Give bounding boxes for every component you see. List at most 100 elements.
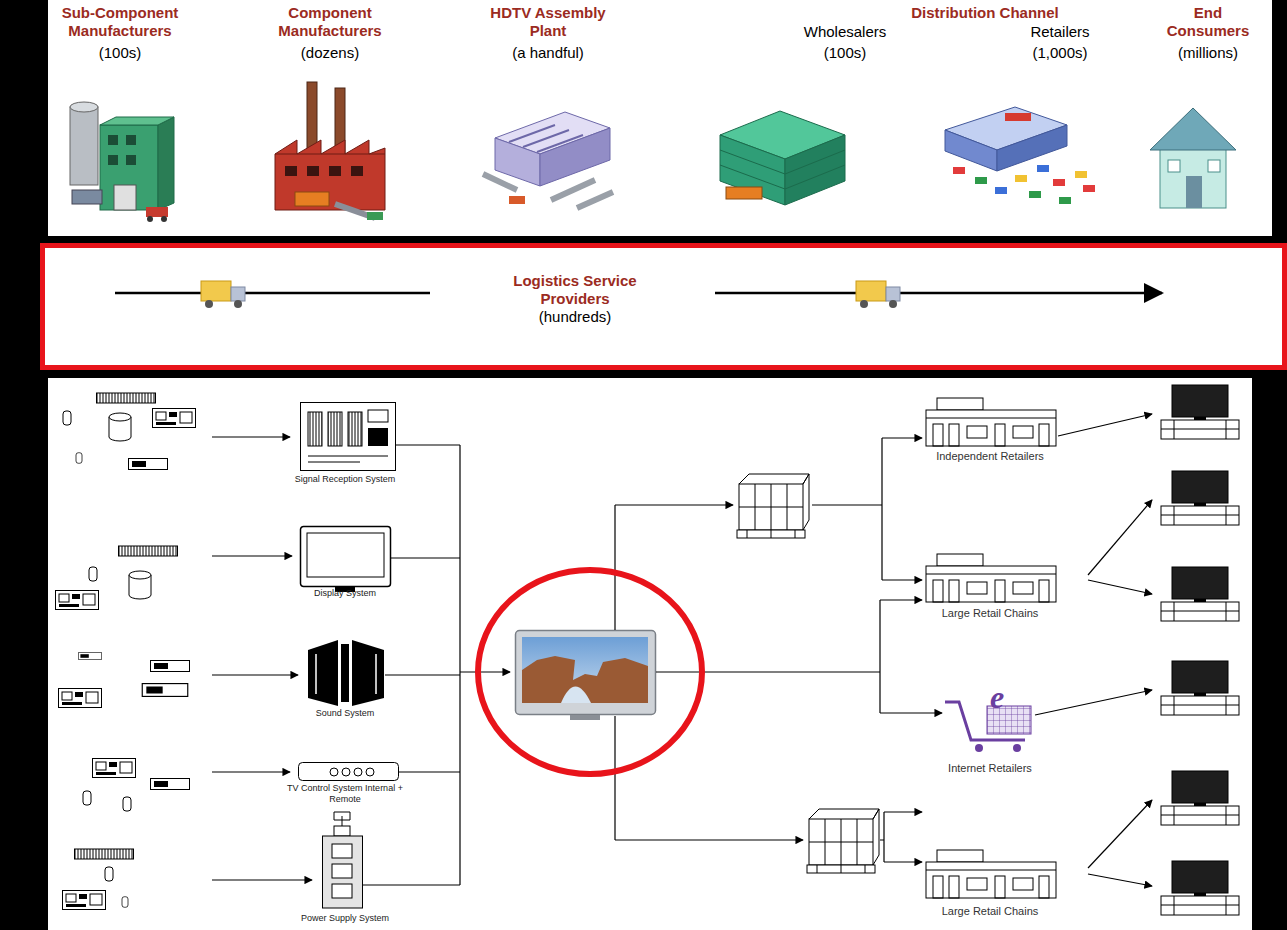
subcomponent-icons (56, 591, 99, 610)
subcomponent-arrows (212, 674, 298, 675)
assembly-plant-icon (483, 174, 613, 208)
distribution-flow-lines (615, 438, 942, 862)
consumer-arrows (1058, 414, 1152, 436)
column-heading: End Consumers (1158, 4, 1258, 40)
retail-store-icon (953, 167, 965, 174)
retailer-node: Independent Retailers (920, 450, 1060, 463)
column-subheading: Retailers (995, 23, 1125, 41)
subcomponent-plant-icon (147, 216, 153, 222)
subcomponent-plant-icon (108, 155, 118, 165)
text-holder: Large Retail Chains (920, 905, 1060, 918)
subcomponent-icons (151, 779, 190, 790)
logistics-panel (45, 248, 1287, 365)
text-holder: Logistics Service Providers(hundreds) (480, 272, 670, 326)
consumer-house-icon (1208, 160, 1220, 172)
pallet-icon (807, 809, 879, 873)
logistics-flow-line (856, 281, 900, 308)
system-node: Power Supply System (280, 913, 410, 924)
consumer-arrows (1088, 800, 1152, 868)
column-subheading: Wholesalers (780, 23, 910, 41)
assembly-plant-icon (483, 112, 613, 208)
distribution-flow-lines (884, 811, 922, 812)
retailer-node: Large Retail Chains (920, 607, 1060, 620)
component-factory-icon (295, 192, 329, 206)
system-node: Display System (280, 588, 410, 599)
retail-store-icon (945, 130, 997, 171)
retail-store-icon (995, 187, 1007, 194)
retail-store-icon (1059, 197, 1071, 204)
node-title: Internet Retailers (920, 762, 1060, 775)
node-title: Display System (280, 588, 410, 599)
assembly-plant-icon (509, 125, 583, 152)
count-note: (millions) (1158, 44, 1258, 62)
retail-store-icon (1037, 165, 1049, 172)
retail-store-icon (1005, 113, 1031, 121)
tv-control-icon (366, 768, 374, 776)
component-factory-icon (275, 82, 385, 220)
signal-reception-icon (308, 412, 322, 446)
tv-control-icon (299, 763, 399, 781)
signal-reception-icon (301, 403, 396, 471)
node-note: (hundreds) (480, 308, 670, 326)
retailer-node: Internet Retailers (920, 762, 1060, 775)
component-factory-icon (285, 166, 297, 176)
power-strip-icon (323, 836, 363, 908)
text-holder: TV Control System Internal + Remote (280, 783, 410, 805)
hdtv-icon (516, 631, 656, 721)
signal-reception-icon (368, 428, 388, 446)
node-title: TV Control System Internal + Remote (280, 783, 410, 805)
node-title: Independent Retailers (920, 450, 1060, 463)
subcomponent-arrows (212, 437, 312, 880)
subcomponent-icons (89, 567, 97, 581)
power-strip-icon (332, 844, 352, 858)
signal-reception-icon (368, 410, 388, 422)
subcomponent-icons (153, 409, 196, 428)
assembly-plant-icon (509, 196, 525, 204)
consumer-tv-icons (1161, 567, 1239, 621)
subcomponent-icons (119, 546, 178, 556)
subcomponent-plant-icon (126, 155, 136, 165)
hdtv-icon (522, 656, 648, 703)
store-icon (926, 850, 1056, 898)
distribution-flow-lines (880, 599, 922, 600)
internet-cart-icon (945, 702, 1031, 752)
column-heading: Component Manufacturers (265, 4, 395, 40)
distribution-flow-lines (880, 812, 884, 862)
subcomponent-plant-icon (158, 117, 174, 210)
subcomponent-icons (122, 897, 128, 908)
subcomponent-icons (78, 653, 101, 660)
power-strip-icon (332, 864, 352, 878)
node-title: Logistics Service Providers (480, 272, 670, 308)
subcomponent-icons (83, 791, 91, 805)
wholesaler-warehouse-icon (720, 150, 845, 189)
store-icon (926, 398, 1056, 446)
signal-reception-icon (328, 412, 342, 446)
assembly-flow-lines (460, 671, 510, 672)
assembly-flow-lines (363, 445, 460, 885)
flow-panel (48, 378, 1252, 930)
subcomponent-plant-icon (108, 135, 118, 145)
subcomponent-arrows (212, 436, 290, 437)
subcomponent-plant-icon (70, 107, 98, 185)
assembly-flow-lines (363, 445, 510, 885)
signal-reception-icon (301, 403, 396, 471)
subcomponent-plant-icon (161, 216, 167, 222)
retail-store-icon (1075, 171, 1087, 178)
subcomponent-icons (56, 393, 196, 910)
component-factory-icon (275, 140, 385, 210)
subcomponent-icons (142, 684, 188, 697)
system-node: Signal Reception System (280, 474, 410, 485)
tv-control-icon (354, 768, 362, 776)
subcomponent-plant-icon (100, 117, 174, 125)
text-holder: Independent Retailers (920, 450, 1060, 463)
consumer-arrows (1088, 580, 1152, 594)
consumer-tv-icons (1161, 861, 1239, 915)
display-icon (301, 527, 391, 587)
text-holder: Sound System (280, 708, 410, 719)
logistics-flow-line (115, 281, 1162, 308)
consumer-house-icon (1160, 146, 1226, 208)
distribution-flow-lines (615, 504, 733, 505)
sound-icon (341, 644, 349, 702)
